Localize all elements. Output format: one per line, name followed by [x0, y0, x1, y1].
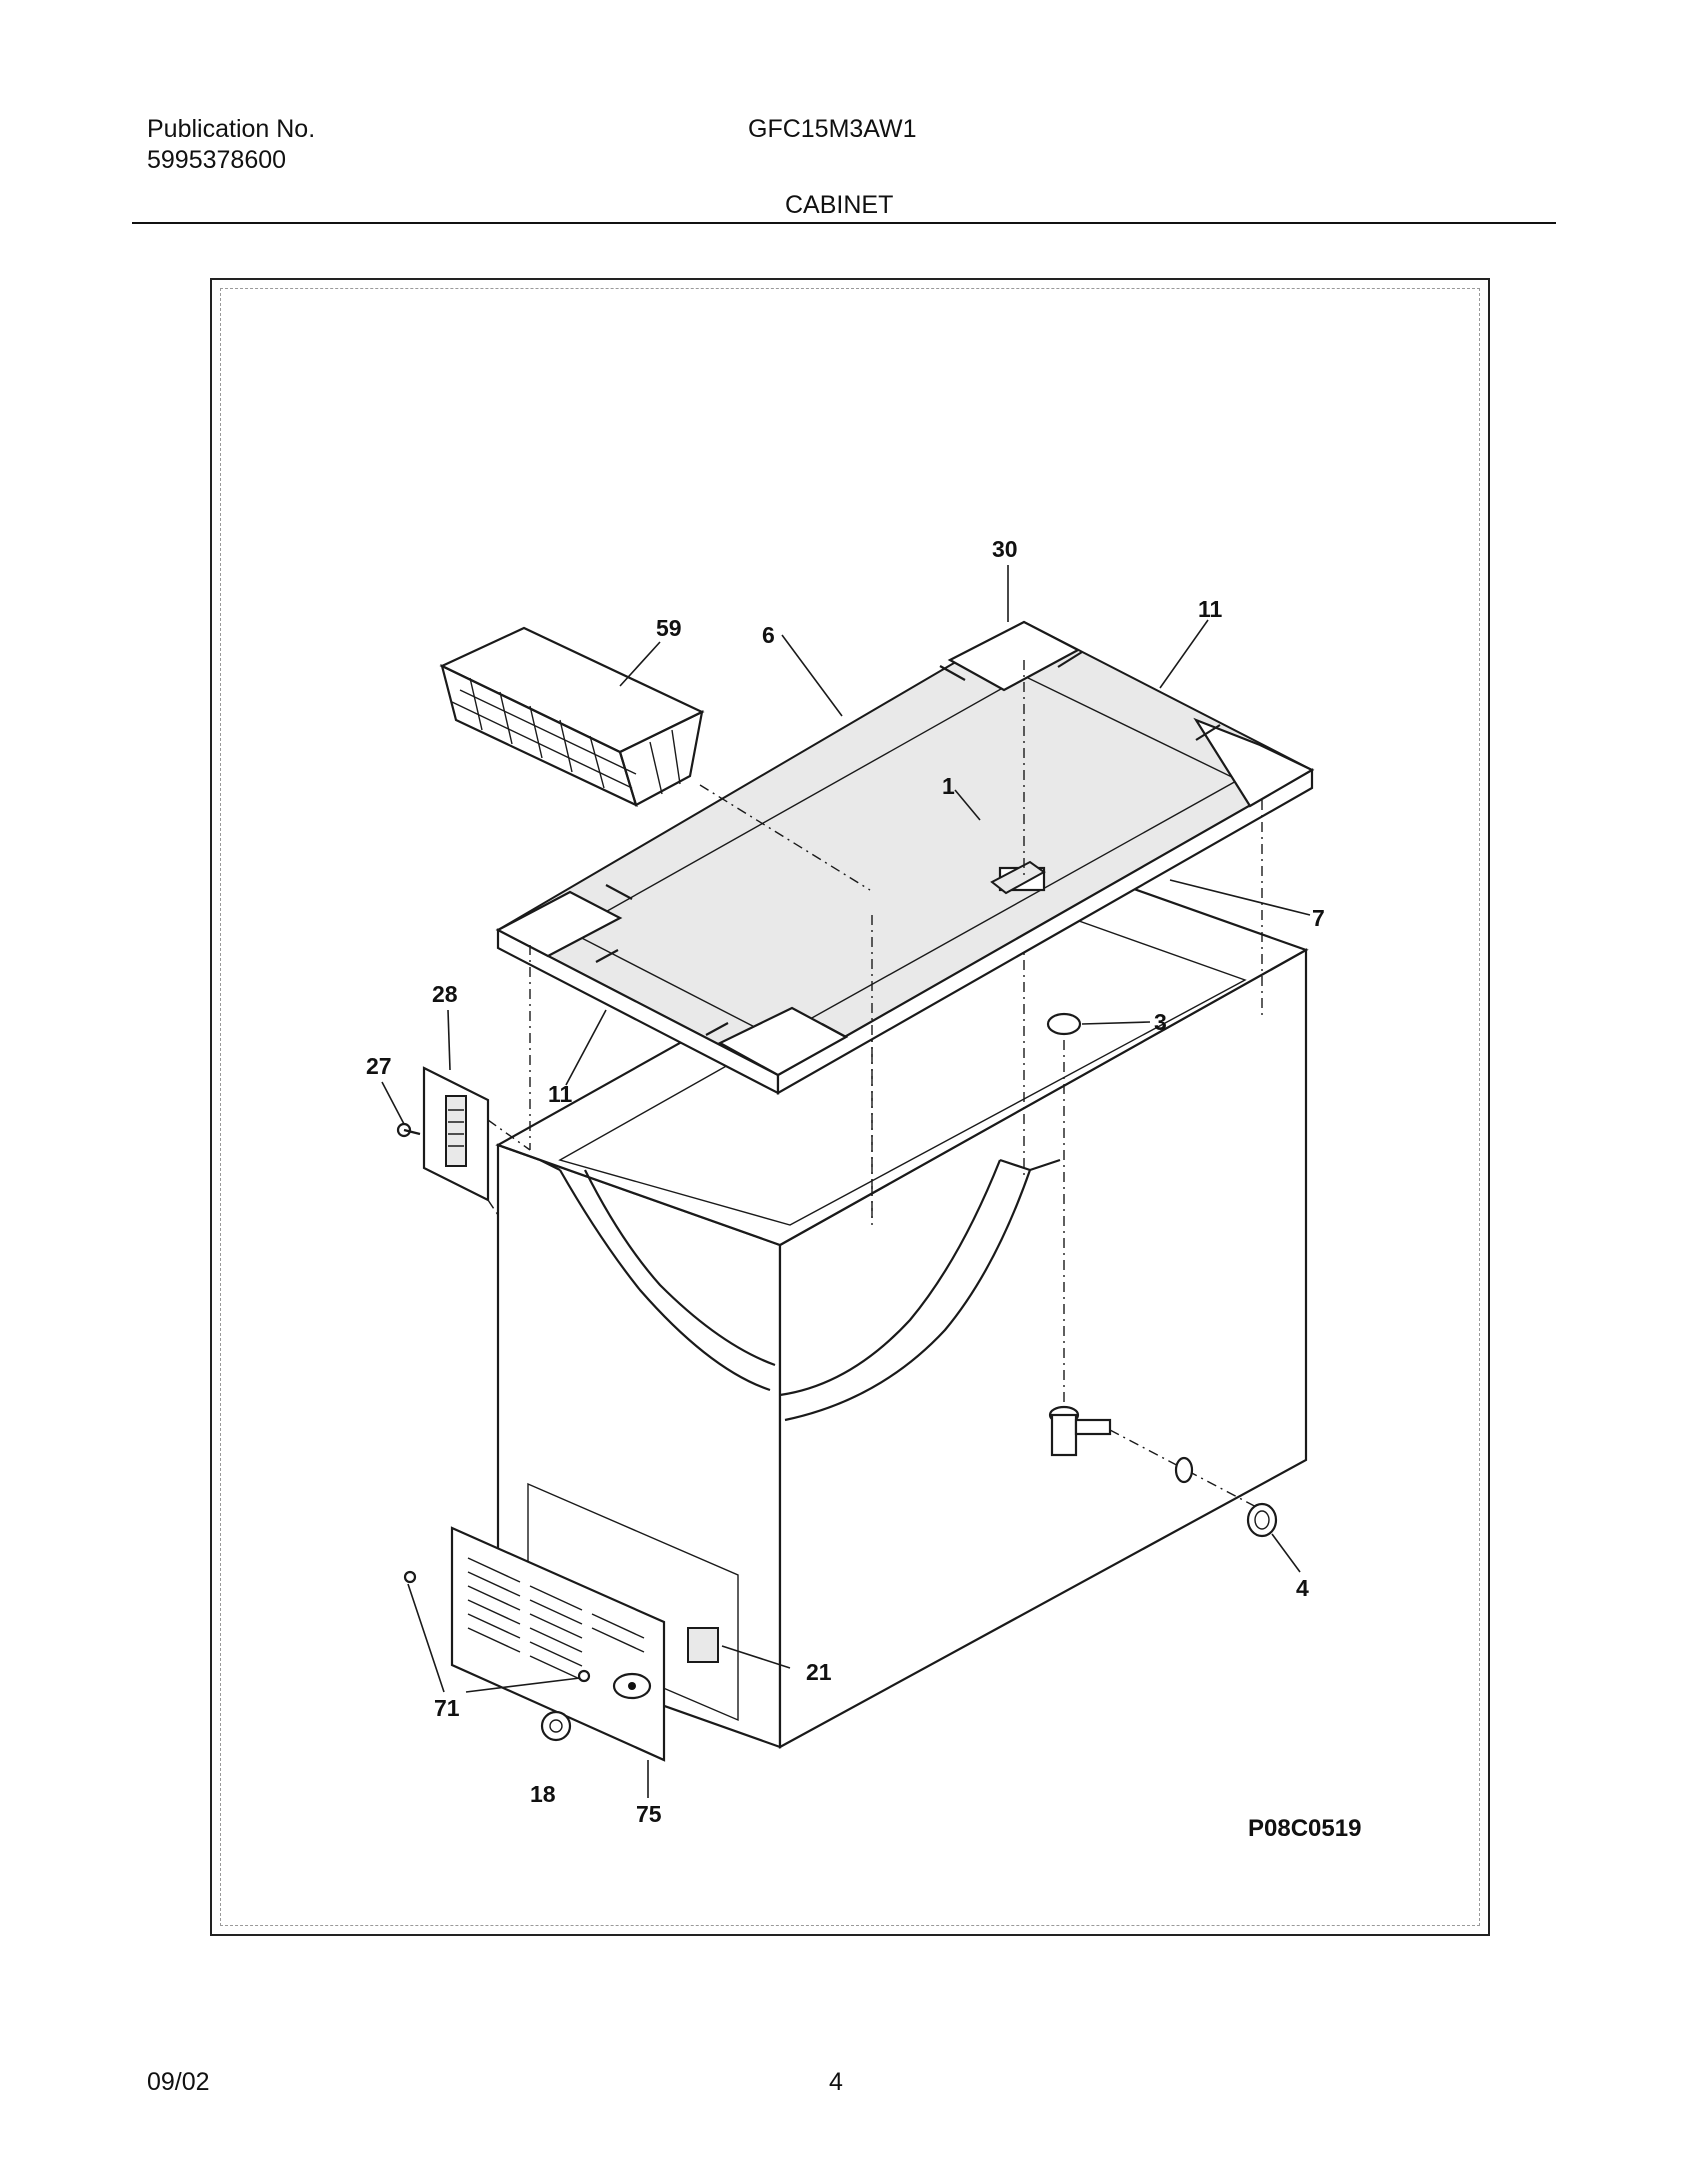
- kickplate-area: [403, 1482, 739, 1762]
- callout-59: 59: [656, 615, 682, 641]
- callout-18: 18: [530, 1781, 556, 1807]
- callout-28: 28: [432, 981, 458, 1007]
- lid-hinge: [396, 1066, 531, 1216]
- callout-1: 1: [942, 773, 955, 799]
- lid-gasket-frame: [495, 620, 1315, 1095]
- callout-71: 71: [434, 1695, 460, 1721]
- callout-4: 4: [1296, 1575, 1309, 1601]
- publication-label: Publication No.: [147, 115, 316, 143]
- diagram-frame-inner: [220, 288, 1480, 1926]
- section-title: CABINET: [785, 191, 894, 219]
- callout-21: 21: [806, 1659, 832, 1685]
- model-number: GFC15M3AW1: [748, 115, 917, 143]
- callout-27: 27: [366, 1053, 392, 1079]
- callout-30: 30: [992, 536, 1018, 562]
- header-rule: [132, 222, 1556, 224]
- callout-6: 6: [762, 622, 775, 648]
- footer-date: 09/02: [147, 2068, 210, 2096]
- callout-75: 75: [636, 1801, 662, 1827]
- callout-11-bottom: 11: [548, 1081, 573, 1107]
- callout-3: 3: [1154, 1009, 1167, 1035]
- callout-11-top: 11: [1198, 596, 1223, 622]
- diagram-frame: [210, 278, 1490, 1936]
- wire-basket: [439, 626, 705, 808]
- drain-plug-parts: [1046, 1012, 1278, 1538]
- diagram-code: P08C0519: [1248, 1815, 1362, 1842]
- publication-number: 5995378600: [147, 146, 287, 174]
- callout-7: 7: [1312, 905, 1325, 931]
- page-number: 4: [829, 2068, 843, 2096]
- leader-lines: [381, 565, 1311, 1798]
